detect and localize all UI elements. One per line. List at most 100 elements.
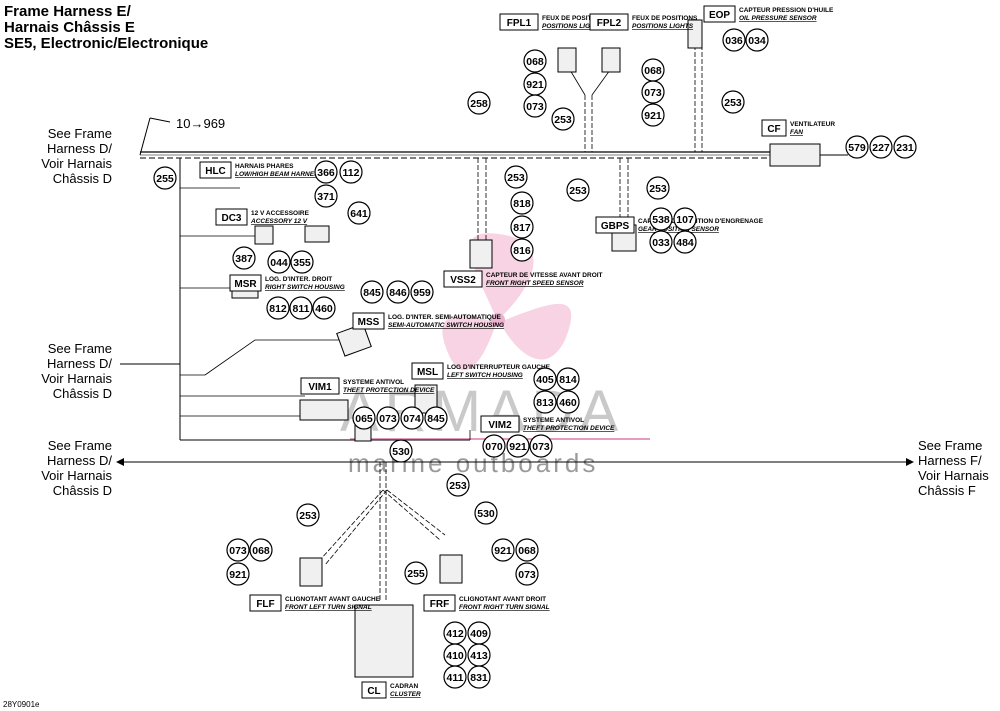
callout-number: 460 [559, 397, 577, 409]
callout-068: 068 [249, 538, 273, 562]
title-line-2: Harnais Châssis E [4, 19, 135, 36]
callout-831: 831 [467, 665, 491, 689]
callout-811: 811 [289, 296, 313, 320]
watermark-tagline: marine outboards [348, 448, 599, 478]
connector-label-fr: VENTILATEUR [790, 121, 835, 128]
title-line-1: Frame Harness E/ [4, 3, 131, 20]
connector-code: MSL [417, 367, 438, 378]
callout-387: 387 [232, 246, 256, 270]
callout-number: 073 [518, 569, 536, 581]
ref-left-middle: See Frame Harness D/ Voir Harnais Châssi… [20, 341, 112, 401]
callout-460: 460 [556, 390, 580, 414]
callout-number: 921 [494, 545, 512, 557]
callout-number: 921 [526, 79, 544, 91]
callout-number: 070 [485, 441, 503, 453]
vim1-plug-icon [299, 399, 349, 421]
callout-number: 846 [389, 287, 407, 299]
arrow-left-icon [116, 458, 124, 466]
callout-921: 921 [523, 72, 547, 96]
connector-label-fr: SYSTEME ANTIVOL [343, 379, 404, 386]
connector-label-en: FRONT LEFT TURN SIGNAL [285, 604, 372, 611]
callout-number: 253 [724, 97, 742, 109]
callout-484: 484 [673, 230, 697, 254]
ref-line: See Frame [47, 126, 112, 141]
fpl2-lamp-icon [601, 47, 621, 73]
callout-227: 227 [869, 135, 893, 159]
callout-107: 107 [673, 207, 697, 231]
page-title: Frame Harness E/ Harnais Châssis E SE5, … [4, 4, 208, 52]
callout-818: 818 [510, 191, 534, 215]
callout-number: 073 [229, 545, 247, 557]
callout-073: 073 [376, 406, 400, 430]
connector-code: FPL1 [507, 18, 532, 29]
callout-number: 033 [652, 237, 670, 249]
callout-255: 255 [153, 166, 177, 190]
callout-number: 959 [413, 287, 431, 299]
ref-line: Voir Harnais [41, 468, 112, 483]
callout-number: 073 [532, 441, 550, 453]
ref-line: Harness D/ [46, 141, 112, 156]
ref-line: Châssis D [52, 386, 112, 401]
connector-label-en: GEAR POSITION SENSOR [638, 226, 719, 233]
connector-label-fr: CAPTEUR PRESSION D'HUILE [739, 7, 834, 14]
leader-line [139, 117, 151, 156]
connector-label-en: ACCESSORY 12 V [250, 218, 308, 225]
callout-number: 530 [477, 508, 495, 520]
left-branches [180, 187, 471, 440]
connector-label-fr: LOG. D'INTER. DROIT [265, 276, 332, 283]
connector-label-fr: CLIGNOTANT AVANT DROIT [459, 596, 546, 603]
callout-number: 405 [536, 374, 554, 386]
mss-plug-icon [336, 323, 372, 357]
callout-068: 068 [515, 538, 539, 562]
callout-number: 409 [470, 628, 488, 640]
connector-label-en: SEMI-AUTOMATIC SWITCH HOUSING [388, 322, 504, 329]
callout-number: 231 [896, 142, 914, 154]
callout-817: 817 [510, 215, 534, 239]
callout-number: 413 [470, 650, 488, 662]
ref-line: Harness D/ [46, 356, 112, 371]
callout-073: 073 [523, 94, 547, 118]
ref-line: Châssis D [52, 171, 112, 186]
callout-846: 846 [386, 280, 410, 304]
callout-921: 921 [506, 434, 530, 458]
callout-number: 253 [507, 172, 525, 184]
callout-number: 068 [252, 545, 270, 557]
callout-number: 641 [350, 208, 368, 220]
callout-410: 410 [443, 643, 467, 667]
callout-231: 231 [893, 135, 917, 159]
watermark-propeller-icon [442, 233, 572, 371]
dc3-plug-icon [254, 225, 274, 245]
connector-label-fr: 12 V ACCESSOIRE [251, 210, 310, 217]
eop-sensor-icon [687, 19, 703, 49]
callout-253: 253 [551, 107, 575, 131]
ref-line: Châssis D [52, 483, 112, 498]
callout-065: 065 [352, 406, 376, 430]
callout-253: 253 [721, 90, 745, 114]
callout-number: 068 [644, 65, 662, 77]
connector-code: CL [367, 686, 380, 697]
callout-812: 812 [266, 296, 290, 320]
callout-number: 253 [569, 185, 587, 197]
callout-number: 044 [270, 257, 288, 269]
callout-253: 253 [504, 165, 528, 189]
callout-411: 411 [443, 665, 467, 689]
callout-number: 411 [447, 672, 464, 684]
callout-068: 068 [523, 49, 547, 73]
callout-366: 366 [314, 160, 338, 184]
callout-258: 258 [467, 91, 491, 115]
callout-412: 412 [443, 621, 467, 645]
callout-number: 387 [235, 253, 253, 265]
vss2-sensor-icon [469, 239, 493, 269]
trunk-upper [140, 151, 770, 159]
ref-line: See Frame [918, 438, 983, 453]
callout-813: 813 [533, 390, 557, 414]
